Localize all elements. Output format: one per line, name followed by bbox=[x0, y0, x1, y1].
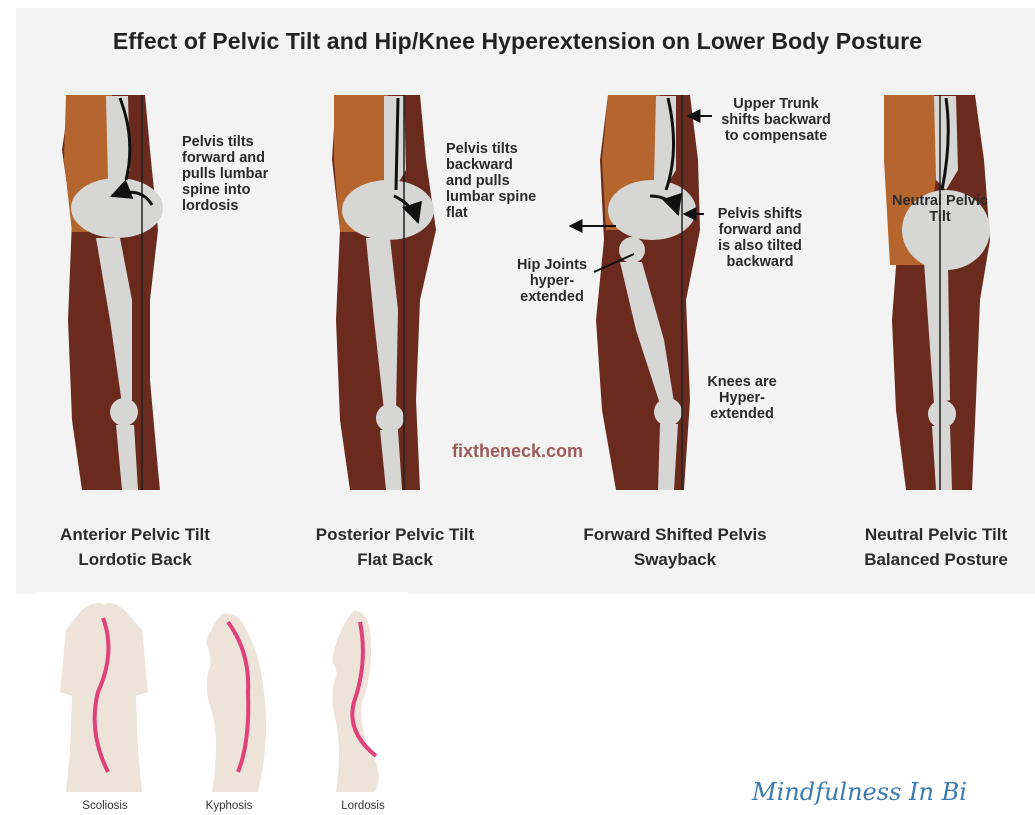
annotation-pelvis-shift: Pelvis shifts forward and is also tilted… bbox=[700, 206, 820, 270]
neutral-figure bbox=[884, 95, 990, 490]
annotation-hip-joints: Hip Joints hyper- extended bbox=[500, 257, 604, 305]
label-kyphosis: Kyphosis bbox=[184, 800, 274, 812]
annotation-neutral: Neutral Pelvic Tilt bbox=[877, 193, 1003, 225]
watermark: fixtheneck.com bbox=[452, 441, 583, 462]
spinal-curvature-figures bbox=[36, 592, 408, 815]
annotation-anterior: Pelvis tilts forward and pulls lumbar sp… bbox=[182, 134, 268, 214]
label-scoliosis: Scoliosis bbox=[60, 800, 150, 812]
annotation-posterior: Pelvis tilts backward and pulls lumbar s… bbox=[446, 141, 536, 221]
posterior-tilt-figure bbox=[332, 95, 436, 490]
anterior-tilt-figure bbox=[62, 95, 163, 490]
brand-signature: Mindfulness In Bi bbox=[752, 778, 967, 806]
annotation-upper-trunk: Upper Trunk shifts backward to compensat… bbox=[706, 96, 846, 144]
label-lordosis: Lordosis bbox=[318, 800, 408, 812]
annotation-knees: Knees are Hyper- extended bbox=[690, 374, 794, 422]
scoliosis-figure bbox=[60, 603, 148, 792]
